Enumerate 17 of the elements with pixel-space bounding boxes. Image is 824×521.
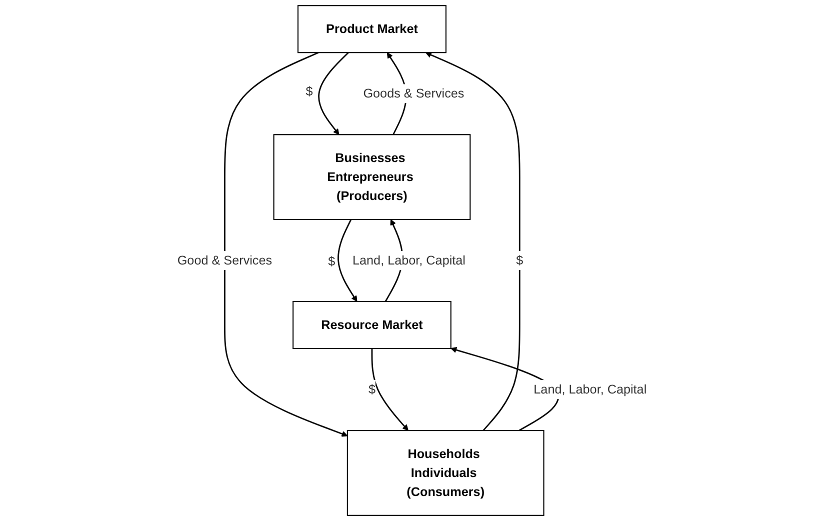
- edge-label: $: [516, 253, 524, 268]
- arrow: [318, 52, 349, 135]
- node-box: Resource Market: [292, 301, 452, 350]
- edge-label: $: [306, 84, 313, 98]
- edge-label: $: [368, 382, 376, 396]
- arrow: [425, 52, 520, 431]
- arrow: [224, 52, 348, 437]
- arrow: [371, 348, 408, 431]
- edge-label: Good & Services: [177, 253, 272, 268]
- node-box: Households Individuals (Consumers): [346, 430, 544, 516]
- edge-label: Goods & Services: [363, 86, 464, 100]
- node-box: Product Market: [297, 5, 446, 54]
- edge-label: $: [328, 254, 336, 268]
- node-box: Businesses Entrepreneurs (Producers): [273, 134, 471, 220]
- edge-label: Land, Labor, Capital: [352, 253, 466, 268]
- edge-label: Land, Labor, Capital: [534, 382, 647, 396]
- arrow: [338, 219, 358, 302]
